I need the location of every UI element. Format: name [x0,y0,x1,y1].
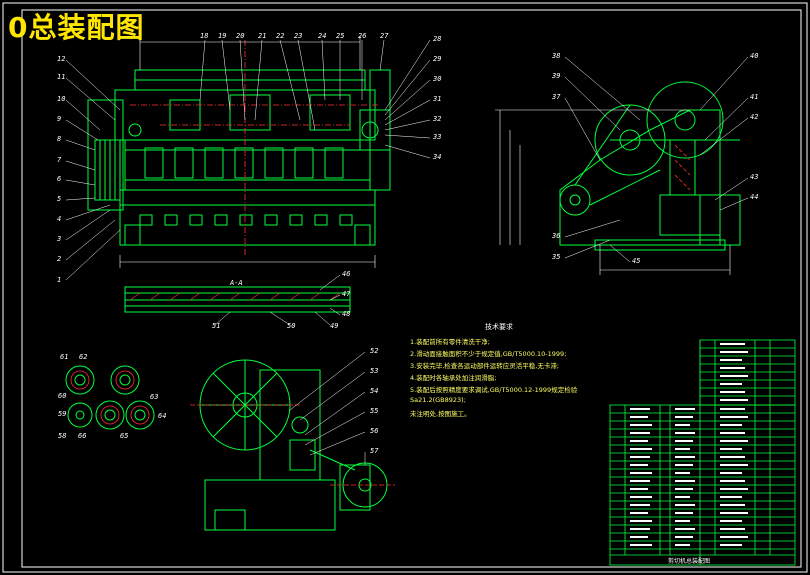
parts-list-footer: 剪切机总装配图 [668,558,711,565]
section-label: A-A [230,279,243,287]
callout-61: 61 [60,353,69,361]
callout-18: 18 [200,32,209,40]
side-leaders [564,56,749,263]
callout-57: 57 [370,447,379,455]
callout-50: 50 [287,322,296,330]
drawing-title: 0总装配图 [8,11,145,44]
callout-34: 34 [433,153,442,161]
technical-note-6: Sa21.2(GB8923); [410,396,466,404]
callout-60: 60 [58,392,67,400]
callout-36: 36 [552,232,561,240]
callout-64: 64 [158,412,167,420]
front-dimensions [119,36,376,268]
technical-notes-heading: 技术要求 [485,323,513,331]
callout-52: 52 [370,347,379,355]
callout-56: 56 [370,427,379,435]
callout-58: 58 [58,432,67,440]
callout-4: 4 [57,215,62,223]
callout-48: 48 [342,310,351,318]
side-view [559,81,741,251]
callout-21: 21 [258,32,267,40]
callout-32: 32 [433,115,442,123]
callout-49: 49 [330,322,339,330]
callout-3: 3 [57,235,62,243]
callout-28: 28 [433,35,442,43]
drive-leaders [289,351,366,465]
technical-note-3: 3.安装完毕,检查各运动部件运转应灵活平稳,无卡滞; [410,362,560,370]
front-leaders [65,39,431,281]
callout-40: 40 [750,52,759,60]
callout-27: 27 [380,32,389,40]
callout-39: 39 [552,72,561,80]
callout-43: 43 [750,173,759,181]
callout-1: 1 [57,276,62,284]
technical-note-7: 未注明处,按图施工。 [410,410,471,418]
callout-23: 23 [294,32,303,40]
callout-62: 62 [79,353,88,361]
callout-8: 8 [57,135,62,143]
callout-9: 9 [57,115,62,123]
callout-33: 33 [433,133,442,141]
callout-25: 25 [336,32,345,40]
callout-5: 5 [57,195,62,203]
callout-20: 20 [236,32,245,40]
front-view [87,69,391,246]
callout-59: 59 [58,410,67,418]
callout-6: 6 [57,175,62,183]
callout-53: 53 [370,367,379,375]
callout-31: 31 [433,95,442,103]
callout-7: 7 [57,156,62,164]
callout-22: 22 [276,32,285,40]
parts-list-cells [630,343,748,546]
section-leaders [214,274,341,326]
side-hatch [674,144,691,191]
technical-note-1: 1.装配前所有零件清洗干净; [410,338,490,346]
callout-45: 45 [632,257,641,265]
callout-55: 55 [370,407,379,415]
technical-note-4: 4.装配时各轴承处加注润滑脂; [410,374,497,382]
callout-12: 12 [57,55,66,63]
side-dimensions [495,109,731,275]
callout-37: 37 [552,93,561,101]
callout-35: 35 [552,253,561,261]
inner-border [21,9,802,568]
callout-10: 10 [57,95,66,103]
callout-54: 54 [370,387,379,395]
front-center-lines [130,40,380,255]
callout-26: 26 [358,32,367,40]
drive-center-lines [190,404,395,486]
callout-47: 47 [342,290,351,298]
parts-list [609,339,796,566]
callout-66: 66 [78,432,87,440]
drive-view [199,359,388,531]
section-view [124,286,351,313]
technical-note-5: 5.装配后按照精度要求调试,GB/T5000.12-1999规定检验 [410,386,578,394]
callout-42: 42 [750,113,759,121]
callout-30: 30 [433,75,442,83]
callout-29: 29 [433,55,442,63]
callout-11: 11 [57,73,66,81]
section-hatch [129,292,341,301]
callout-46: 46 [342,270,351,278]
detail-parts [65,365,155,430]
technical-note-2: 2.滑动面接触面积不少于规定值,GB/T5000.10-1999; [410,350,567,358]
callout-19: 19 [218,32,227,40]
callout-41: 41 [750,93,759,101]
callout-65: 65 [120,432,129,440]
callout-38: 38 [552,52,561,60]
callout-51: 51 [212,322,221,330]
callout-44: 44 [750,193,759,201]
callout-63: 63 [150,393,159,401]
callout-2: 2 [57,255,62,263]
callout-24: 24 [318,32,327,40]
detail-hatch [70,370,150,425]
